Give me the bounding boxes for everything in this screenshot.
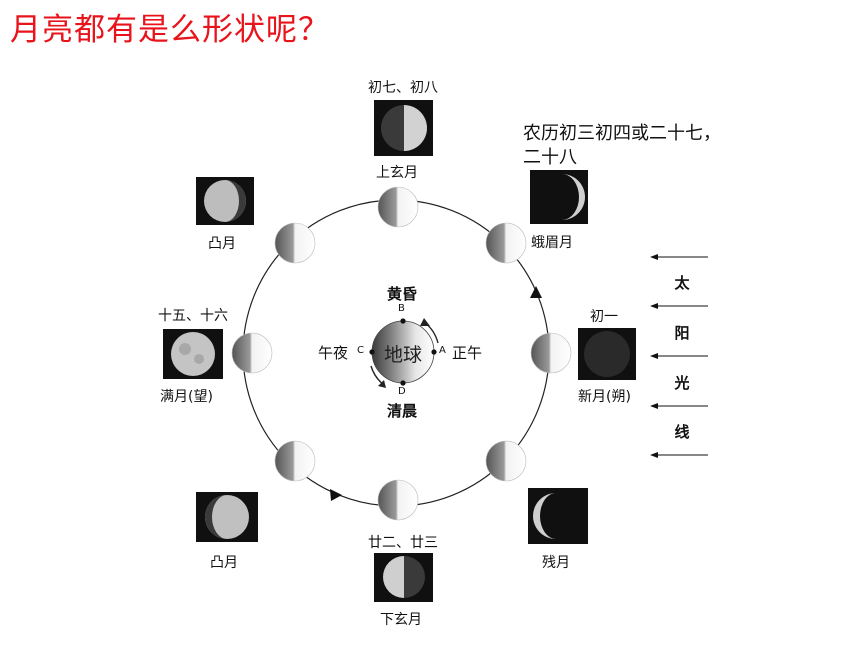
sun-ray-arrows [650,254,708,458]
point-a-label: A [439,345,446,356]
last-quarter-photo [374,553,433,602]
new-moon-date: 初一 [590,309,618,325]
orbit-moon-first-quarter [377,186,419,228]
orbit-arrow-icon [330,489,342,501]
time-dawn-label: 清晨 [387,402,418,420]
orbit-moon-waxing-gibbous [274,222,316,264]
orbit-moon-last-quarter [377,479,419,521]
sun-ray-char: 线 [674,423,690,441]
new-moon-photo [578,328,636,380]
last-quarter-date: 廿二、廿三 [368,535,438,551]
sun-ray-char: 阳 [674,324,690,342]
full-moon-photo [163,329,223,379]
last-quarter-name: 下玄月 [380,612,422,628]
earth-label: 地球 [383,344,422,366]
sun-ray-char: 光 [674,374,690,392]
page-title: 月亮都有是么形状呢？ [10,12,330,48]
waxing-crescent-photo [530,170,588,224]
point-c-label: C [357,345,364,356]
waning-crescent-name: 残月 [542,555,570,571]
orbit-moon-new [530,332,572,374]
new-moon-name: 新月(朔) [578,389,631,405]
first-quarter-photo [374,100,433,156]
waning-gibbous-photo [196,492,258,542]
first-quarter-name: 上玄月 [376,165,418,181]
full-moon-date: 十五、十六 [158,308,228,324]
sun-ray-char: 太 [674,274,690,292]
orbit-moon-waxing-crescent [485,222,527,264]
orbit-moon-full [231,332,273,374]
waxing-crescent-name: 蛾眉月 [531,235,573,251]
time-noon-label: 正午 [452,344,483,362]
full-moon-name: 满月(望) [160,389,213,405]
earth-rotation-arrowhead-icon [420,318,430,326]
point-a-dot [431,349,437,355]
earth-rotation-arrowhead-icon [378,380,386,388]
orbit-moon-waning-gibbous [274,440,316,482]
point-d-label: D [398,386,406,397]
waxing-gibbous-name: 凸月 [208,236,236,252]
point-d-dot [400,380,406,386]
orbit-arrow-icon [530,286,542,298]
point-b-dot [400,318,406,324]
orbit-moon-waning-crescent [485,440,527,482]
first-quarter-date: 初七、初八 [368,80,438,96]
time-midnight-label: 午夜 [318,344,349,362]
point-b-label: B [398,303,405,314]
lunar-date-note: 农历初三初四或二十七，二十八 [523,123,721,168]
waning-gibbous-name: 凸月 [210,555,238,571]
waxing-gibbous-photo [196,177,254,225]
point-c-dot [369,349,375,355]
time-dusk-label: 黄昏 [387,285,418,303]
waning-crescent-photo [528,488,588,544]
